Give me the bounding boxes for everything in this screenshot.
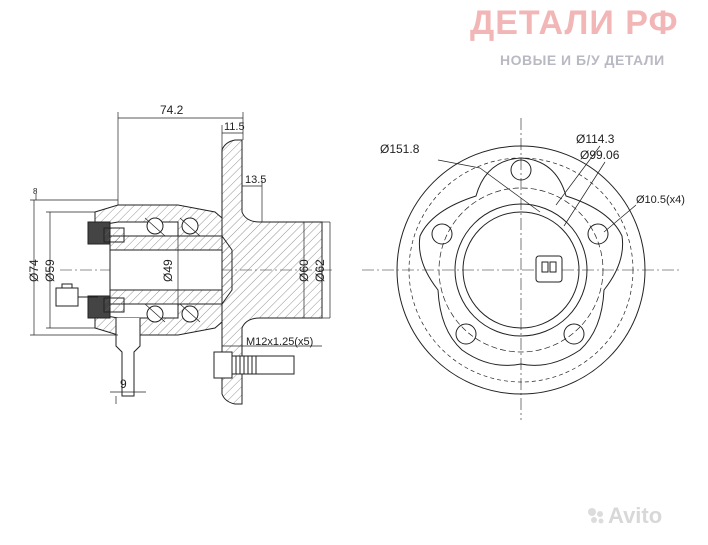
dim-sensor-offset: 9 — [120, 377, 127, 391]
watermark-logo: Avito — [608, 503, 663, 528]
spindle-bore — [109, 249, 223, 291]
stud-hole-top — [510, 159, 532, 181]
dim-bore: Ø99.06 — [580, 148, 620, 162]
dim-holes: Ø10.5(x4) — [636, 194, 685, 206]
dim-flange-thickness: 11.5 — [224, 121, 245, 133]
dim-d62: Ø62 — [313, 259, 327, 282]
dim-outer: Ø151.8 — [380, 142, 420, 156]
dim-overall-length: 74.2 — [160, 103, 184, 117]
bore-circle — [462, 211, 580, 329]
bearing-ball-bottom-right — [181, 305, 199, 323]
stud-hole-bottom-left — [455, 323, 477, 345]
abs-sensor-connector — [55, 287, 79, 307]
stud-hole-bottom-right — [563, 323, 585, 345]
side-section-view — [30, 112, 335, 405]
bearing-ball-bottom-left — [146, 305, 164, 323]
dim-d49: Ø49 — [161, 259, 175, 282]
side-dimension-lines — [30, 112, 331, 404]
brand-title: ДЕТАЛИ РФ — [470, 4, 679, 42]
stud-hole-left — [431, 223, 453, 245]
outer-flange-circle — [396, 145, 646, 395]
lobed-flange — [418, 157, 624, 366]
dim-pcd: Ø114.3 — [576, 132, 615, 146]
stud-hole-right — [587, 223, 609, 245]
dim-small: 8 — [33, 187, 38, 196]
wheel-stud — [213, 351, 295, 379]
bearing-ball-top-right — [181, 217, 199, 235]
center-connector — [535, 255, 563, 283]
dim-stud-thread: M12x1.25(x5) — [246, 336, 313, 348]
bearing-ball-top-left — [146, 217, 164, 235]
avito-logo-icon — [588, 508, 604, 524]
pcd-circle — [438, 187, 604, 353]
pilot-circle — [454, 203, 588, 337]
dim-pilot: 13.5 — [245, 174, 266, 186]
brand-subtitle: НОВЫЕ И Б/У ДЕТАЛИ — [500, 52, 665, 68]
dim-d59: Ø59 — [43, 259, 57, 282]
dim-d60: Ø60 — [297, 259, 311, 282]
sensor-bracket — [115, 318, 141, 397]
front-view — [362, 118, 680, 420]
dim-d74: Ø74 — [27, 259, 41, 282]
